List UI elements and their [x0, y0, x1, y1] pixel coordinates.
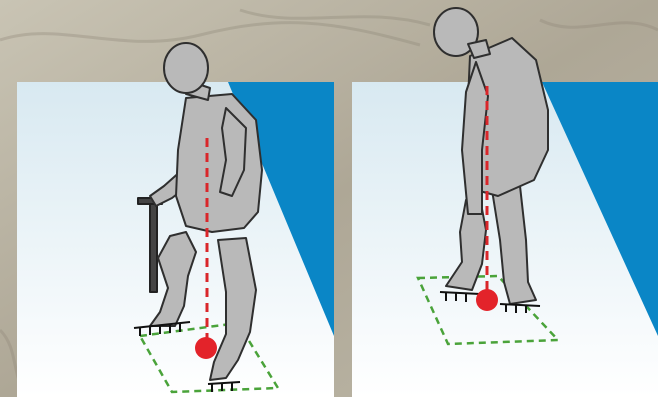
person-silhouette-icon [164, 43, 208, 93]
ice-axe-icon [150, 200, 157, 292]
center-of-gravity-right [476, 289, 498, 311]
panel-left [17, 43, 334, 397]
center-of-gravity-left [195, 337, 217, 359]
